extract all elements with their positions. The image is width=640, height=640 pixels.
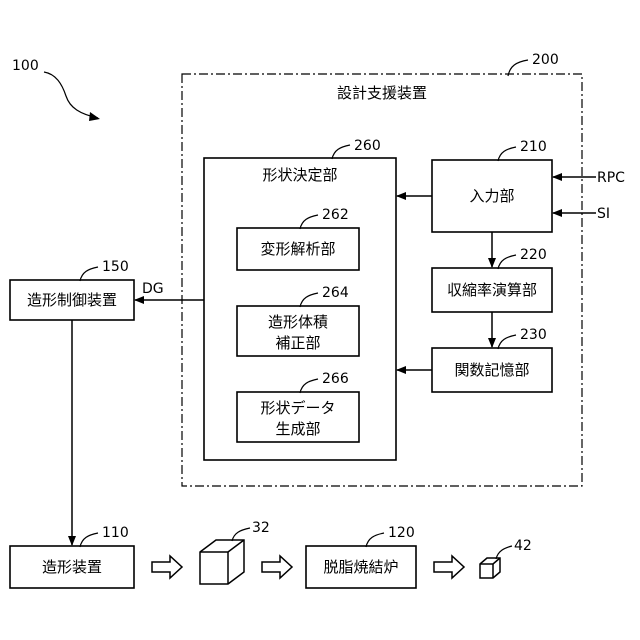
ref-32: 32 <box>252 520 270 536</box>
shape-determination-title: 形状決定部 <box>262 166 337 184</box>
process-arrow-1 <box>152 556 182 578</box>
process-arrow-2 <box>262 556 292 578</box>
ref-230: 230 <box>520 327 547 343</box>
input-unit-label: 入力部 <box>469 187 514 205</box>
ref-120: 120 <box>388 525 415 541</box>
ref-262: 262 <box>322 207 349 223</box>
ref-150: 150 <box>102 259 129 275</box>
sintered-body-cube: 42 <box>480 538 532 578</box>
dg-signal: DG <box>135 281 204 300</box>
process-arrow-3 <box>434 556 464 578</box>
ref-220: 220 <box>520 247 547 263</box>
system-ref-100: 100 <box>12 58 100 121</box>
ref-210: 210 <box>520 139 547 155</box>
ref-42: 42 <box>514 538 532 554</box>
input-unit-block: 入力部 210 <box>432 139 552 232</box>
design-support-title: 設計支援装置 <box>337 84 427 102</box>
ref-260: 260 <box>354 138 381 154</box>
sintering-furnace-label: 脱脂焼結炉 <box>323 558 398 576</box>
ref-200: 200 <box>532 52 559 68</box>
deformation-analysis-label: 変形解析部 <box>260 240 335 258</box>
fabrication-control-block: 造形制御装置 150 <box>10 259 134 320</box>
ref-264: 264 <box>322 285 349 301</box>
si-label: SI <box>597 206 610 222</box>
shape-data-generation-line2: 生成部 <box>275 420 320 438</box>
shape-data-generation-line1: 形状データ <box>260 399 335 417</box>
dg-label: DG <box>142 281 164 297</box>
fabrication-device-label: 造形装置 <box>42 558 102 576</box>
rpc-label: RPC <box>597 170 625 186</box>
volume-correction-line1: 造形体積 <box>268 313 328 331</box>
rpc-signal: RPC <box>553 170 625 186</box>
function-storage-label: 関数記憶部 <box>454 361 529 379</box>
fabrication-control-label: 造形制御装置 <box>27 291 117 309</box>
sintering-furnace-block: 脱脂焼結炉 120 <box>306 525 416 588</box>
ref-266: 266 <box>322 371 349 387</box>
green-body-cube: 32 <box>200 520 270 584</box>
shrinkage-calc-label: 収縮率演算部 <box>447 281 537 299</box>
ref-110: 110 <box>102 525 129 541</box>
volume-correction-line2: 補正部 <box>275 334 320 352</box>
svg-text:100: 100 <box>12 58 39 74</box>
